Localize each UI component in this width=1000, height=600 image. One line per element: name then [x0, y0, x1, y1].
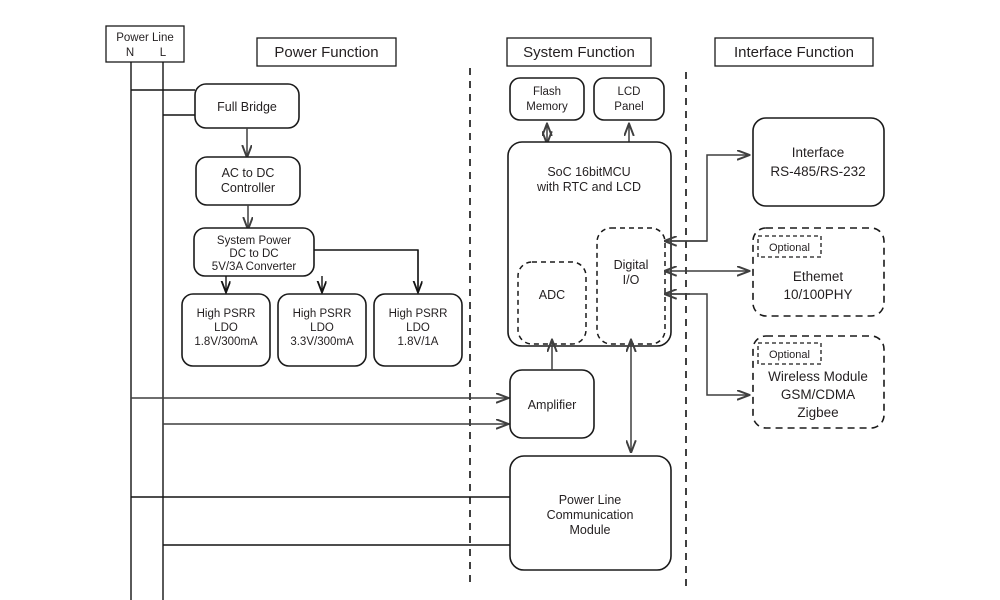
wire-digitalio-to-serial	[665, 155, 749, 242]
block-ldo-3-line3: 1.8V/1A	[398, 336, 439, 348]
block-lcd-panel-line2: Panel	[614, 101, 643, 113]
block-ldo-2[interactable]: High PSRR LDO 3.3V/300mA	[277, 293, 367, 367]
block-ldo-2-line1: High PSRR	[293, 308, 352, 320]
block-interface-serial[interactable]: Interface RS-485/RS-232	[752, 117, 885, 207]
block-full-bridge-label: Full Bridge	[217, 100, 277, 114]
block-ethernet-line2: 10/100PHY	[783, 287, 852, 302]
wire-digitalio-to-wireless	[665, 293, 749, 395]
block-flash-memory-line1: Flash	[533, 86, 561, 98]
block-plc-line3: Module	[570, 523, 611, 537]
block-amplifier-label: Amplifier	[528, 398, 577, 412]
block-ldo-1[interactable]: High PSRR LDO 1.8V/300mA	[181, 293, 271, 367]
block-ldo-2-line2: LDO	[310, 322, 334, 334]
block-ldo-3[interactable]: High PSRR LDO 1.8V/1A	[373, 293, 463, 367]
block-soc-mcu-line2: with RTC and LCD	[536, 180, 641, 194]
legend-power-function: Power Function	[256, 37, 397, 67]
block-ldo-1-line2: LDO	[214, 322, 238, 334]
wire-syspower-branch-right	[314, 249, 419, 288]
block-ldo-1-line1: High PSRR	[197, 308, 256, 320]
wireless-optional-badge-label: Optional	[769, 349, 810, 361]
block-flash-memory[interactable]: Flash Memory	[509, 77, 585, 121]
block-ldo-2-line3: 3.3V/300mA	[290, 336, 354, 348]
wireless-optional-badge: Optional	[757, 342, 822, 365]
ethernet-optional-badge-label: Optional	[769, 242, 810, 254]
block-ethernet-line1: Ethemet	[793, 269, 844, 284]
block-ldo-3-line2: LDO	[406, 322, 430, 334]
block-system-power-line2: DC to DC	[229, 248, 278, 260]
block-interface-serial-line1: Interface	[792, 145, 845, 160]
power-line-source: Power Line N L	[105, 25, 185, 63]
power-line-terminal-n: N	[126, 47, 134, 59]
block-plc-module[interactable]: Power Line Communication Module	[509, 455, 672, 571]
legend-system-function: System Function	[506, 37, 652, 67]
power-line-title: Power Line	[116, 32, 174, 44]
power-line-box	[105, 25, 185, 63]
block-ac-to-dc-controller[interactable]: AC to DC Controller	[195, 156, 301, 206]
ethernet-optional-badge: Optional	[757, 235, 822, 258]
block-soc-mcu[interactable]: SoC 16bitMCU with RTC and LCD	[507, 141, 672, 347]
block-wireless-module[interactable]: Optional Wireless Module GSM/CDMA Zigbee	[752, 335, 885, 429]
block-flash-memory-line2: Memory	[526, 101, 568, 113]
block-wireless-line3: Zigbee	[797, 405, 838, 420]
block-plc-line1: Power Line	[559, 493, 622, 507]
block-lcd-panel-line1: LCD	[617, 86, 640, 98]
block-wireless-line2: GSM/CDMA	[781, 387, 855, 402]
legend-power-function-label: Power Function	[274, 44, 378, 61]
block-system-power-line1: System Power	[217, 235, 291, 247]
block-soc-mcu-line1: SoC 16bitMCU	[547, 165, 630, 179]
block-digital-io-line1: Digital	[614, 258, 649, 272]
block-wireless-line1: Wireless Module	[768, 369, 868, 384]
block-lcd-panel[interactable]: LCD Panel	[593, 77, 665, 121]
block-ldo-1-line3: 1.8V/300mA	[194, 336, 258, 348]
power-line-terminal-l: L	[160, 47, 167, 59]
block-system-power-line3: 5V/3A Converter	[212, 261, 297, 273]
block-system-power-converter[interactable]: System Power DC to DC 5V/3A Converter	[193, 227, 315, 277]
block-ethernet-phy[interactable]: Optional Ethemet 10/100PHY	[752, 227, 885, 317]
block-plc-line2: Communication	[547, 508, 634, 522]
block-amplifier[interactable]: Amplifier	[509, 369, 595, 439]
legend-system-function-label: System Function	[523, 44, 635, 61]
block-ldo-3-line1: High PSRR	[389, 308, 448, 320]
block-full-bridge[interactable]: Full Bridge	[194, 83, 300, 129]
block-ac-to-dc-line2: Controller	[221, 181, 275, 195]
block-adc-label: ADC	[539, 288, 565, 302]
block-digital-io-line2: I/O	[623, 273, 640, 287]
legend-interface-function-label: Interface Function	[734, 44, 854, 61]
block-interface-serial-line2: RS-485/RS-232	[770, 164, 865, 179]
block-ac-to-dc-line1: AC to DC	[222, 166, 275, 180]
legend-interface-function: Interface Function	[714, 37, 874, 67]
